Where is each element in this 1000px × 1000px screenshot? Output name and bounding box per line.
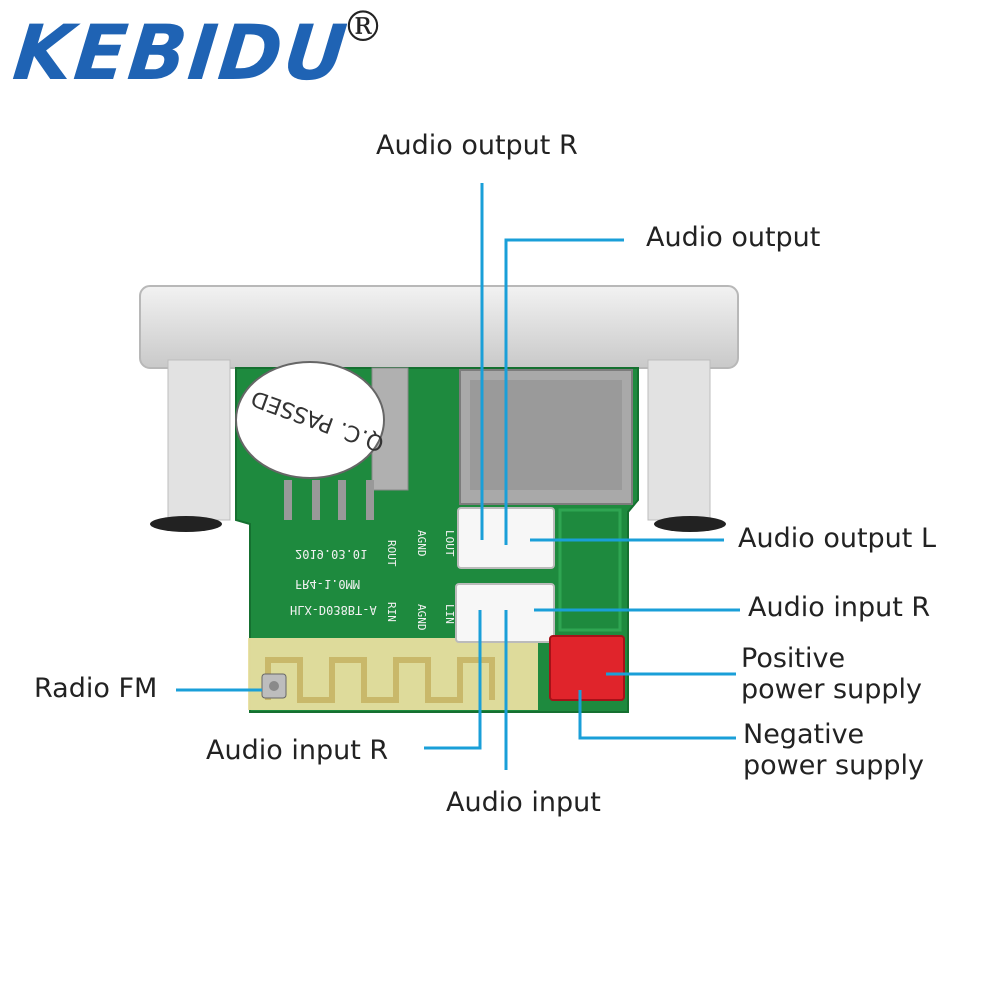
power-connector: [549, 635, 625, 701]
label-negative-line1: Negative: [743, 719, 865, 750]
label-audio-output-l: Audio output L: [738, 523, 937, 554]
label-positive-line2: power supply: [741, 674, 922, 706]
label-negative-power-supply: Negative power supply: [743, 719, 924, 781]
silkscreen-lin: LIN: [443, 604, 456, 624]
label-audio-input-r-right: Audio input R: [748, 592, 931, 623]
pin-header: [284, 480, 374, 520]
label-audio-input-r-left: Audio input R: [206, 735, 389, 766]
qc-passed-sticker: Q.C. PASSED: [235, 361, 388, 479]
label-audio-input: Audio input: [446, 787, 601, 818]
silkscreen-rout: ROUT: [385, 540, 398, 567]
silkscreen-lout: LOUT: [443, 530, 456, 557]
label-audio-output: Audio output: [646, 222, 821, 253]
silkscreen-model: HLX-D038BT-A: [290, 603, 377, 617]
leader-lines: [176, 183, 740, 770]
silkscreen-agnd-1: AGND: [415, 530, 428, 557]
registered-mark: ®: [342, 2, 384, 51]
silkscreen-rin: RIN: [385, 602, 398, 622]
silkscreen-agnd-2: AGND: [415, 604, 428, 631]
label-positive-power-supply: Positive power supply: [741, 643, 922, 705]
silkscreen-date: 2019.03.01: [295, 547, 367, 561]
label-audio-output-r: Audio output R: [376, 130, 578, 161]
label-positive-line1: Positive: [741, 643, 846, 674]
label-negative-line2: power supply: [743, 750, 924, 782]
label-radio-fm: Radio FM: [34, 673, 158, 704]
silkscreen-thickness: FR4-1.0MM: [295, 577, 360, 591]
front-bezel: [139, 285, 739, 532]
